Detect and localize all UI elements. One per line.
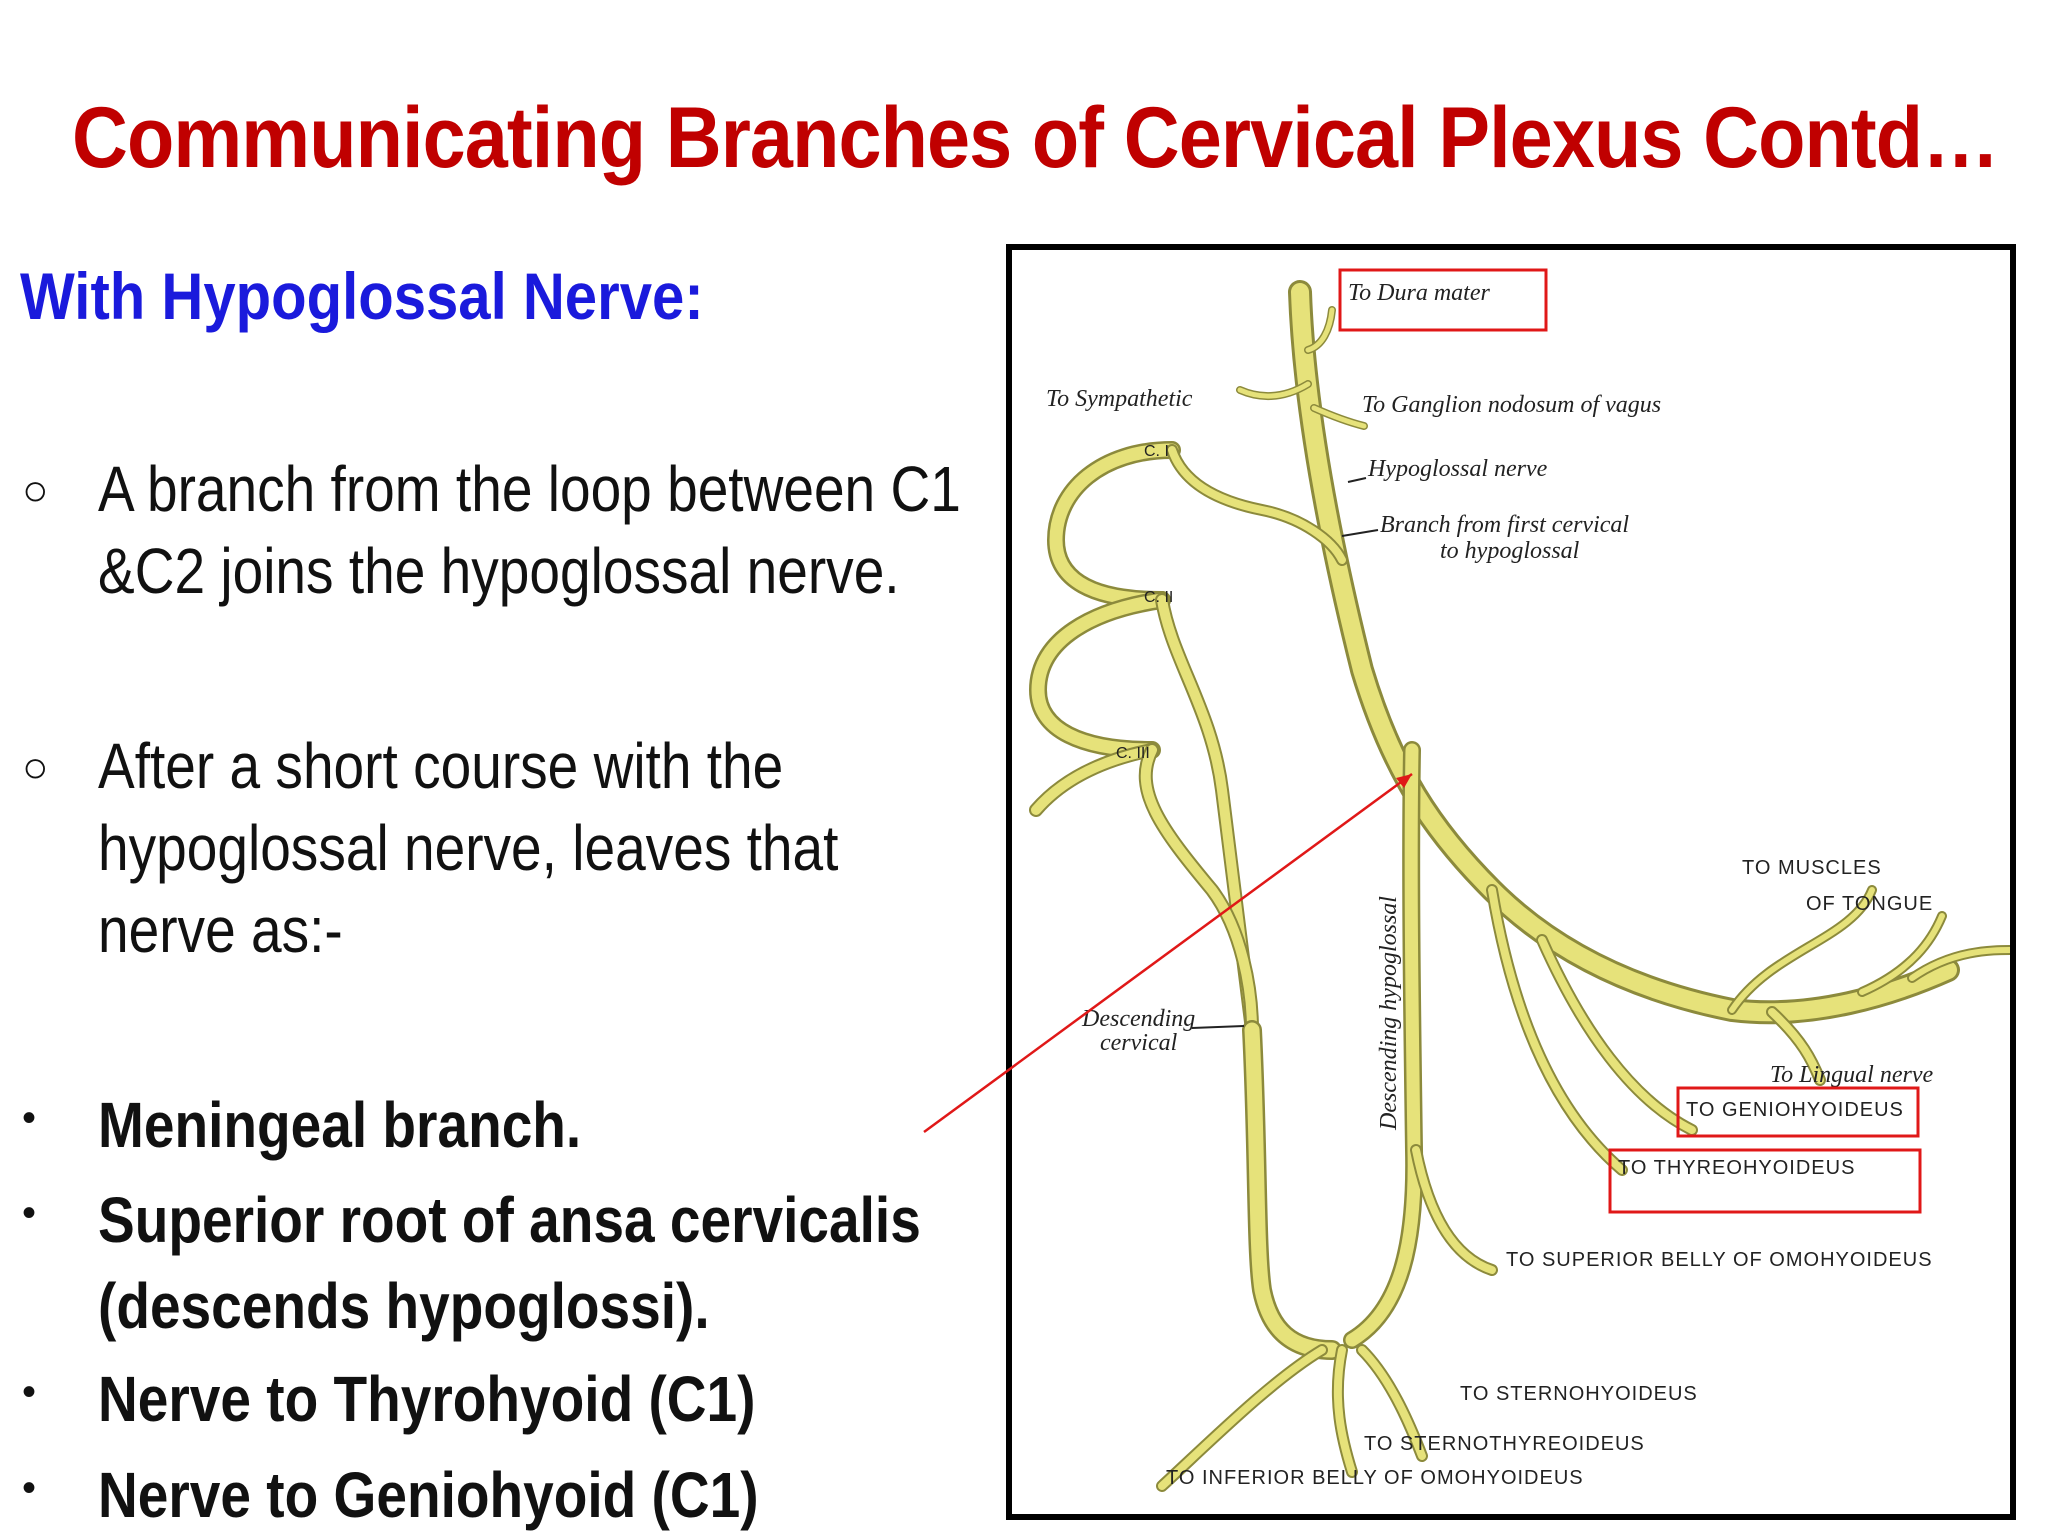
section-subheading: With Hypoglossal Nerve:	[20, 259, 704, 333]
dot-bullet-icon: •	[22, 1370, 37, 1414]
inferior-omohyoideus-label: TO INFERIOR BELLY OF OMOHYOIDEUS	[1166, 1467, 1584, 1489]
circle-bullet-icon: ○	[22, 466, 49, 515]
nerve-diagram-figure: C. I C. II C. III To Dura mater To Sympa…	[1006, 244, 2016, 1520]
nerve-diagram: C. I C. II C. III To Dura mater To Sympa…	[1029, 268, 2010, 1492]
c3-label: C. III	[1116, 745, 1150, 762]
descending-cervical-leader	[1191, 1025, 1245, 1029]
descending-hypoglossal-label: Descending hypoglossal	[1376, 896, 1402, 1131]
descending-cervical-label: Descending	[1081, 1006, 1195, 1032]
sternohyoideus-label: TO STERNOHYOIDEUS	[1460, 1383, 1698, 1405]
c1-label: C. I	[1144, 443, 1169, 460]
thyreohyoideus-highlight-box	[1608, 1148, 1922, 1214]
dot-bullet-icon: •	[22, 1096, 37, 1140]
item-line: Nerve to Geniohyoid (C1)	[98, 1459, 759, 1531]
item-line: A branch from the loop between C1	[98, 453, 961, 525]
muscles-tongue-label-2: OF TONGUE	[1806, 893, 1933, 915]
item-line: &C2 joins the hypoglossal nerve.	[98, 535, 900, 607]
to-dura-mater-label: To Dura mater	[1348, 280, 1490, 306]
c2-label: C. II	[1144, 589, 1173, 606]
geniohyoideus-label: TO GENIOHYOIDEUS	[1686, 1099, 1904, 1121]
circle-bullet-icon: ○	[22, 743, 49, 792]
hypoglossal-nerve-label: Hypoglossal nerve	[1367, 456, 1548, 482]
item-line: After a short course with the	[98, 730, 784, 802]
branch-first-cervical-label: Branch from first cervical	[1380, 512, 1629, 538]
dot-bullet-icon: •	[22, 1191, 37, 1235]
dot-bullet-icon: •	[22, 1466, 37, 1510]
descending-cervical-label-2: cervical	[1100, 1030, 1178, 1056]
superior-omohyoideus-label: TO SUPERIOR BELLY OF OMOHYOIDEUS	[1506, 1249, 1933, 1271]
geniohyoideus-highlight-box	[1676, 1086, 1920, 1138]
to-ganglion-label: To Ganglion nodosum of vagus	[1362, 392, 1661, 418]
item-line: Nerve to Thyrohyoid (C1)	[98, 1363, 756, 1435]
item-line: hypoglossal nerve, leaves that	[98, 812, 839, 884]
branch-first-cervical-label-2: to hypoglossal	[1440, 538, 1580, 564]
dura-highlight-box	[1338, 268, 1548, 332]
sternothyreoideus-label: TO STERNOTHYREOIDEUS	[1364, 1433, 1645, 1455]
item-line: Superior root of ansa cervicalis	[98, 1184, 921, 1256]
branch-leader	[1341, 529, 1379, 537]
muscles-tongue-label: TO MUSCLES	[1742, 857, 1882, 879]
thyreohyoideus-label: TO THYREOHYOIDEUS	[1618, 1157, 1855, 1179]
hypoglossal-leader	[1347, 477, 1367, 483]
item-line: Meningeal branch.	[98, 1089, 582, 1161]
slide-title: Communicating Branches of Cervical Plexu…	[72, 90, 2000, 186]
to-lingual-nerve-label: To Lingual nerve	[1770, 1062, 1933, 1088]
item-line: (descends hypoglossi).	[98, 1270, 710, 1342]
to-sympathetic-label: To Sympathetic	[1046, 386, 1193, 412]
item-line: nerve as:-	[98, 894, 343, 966]
